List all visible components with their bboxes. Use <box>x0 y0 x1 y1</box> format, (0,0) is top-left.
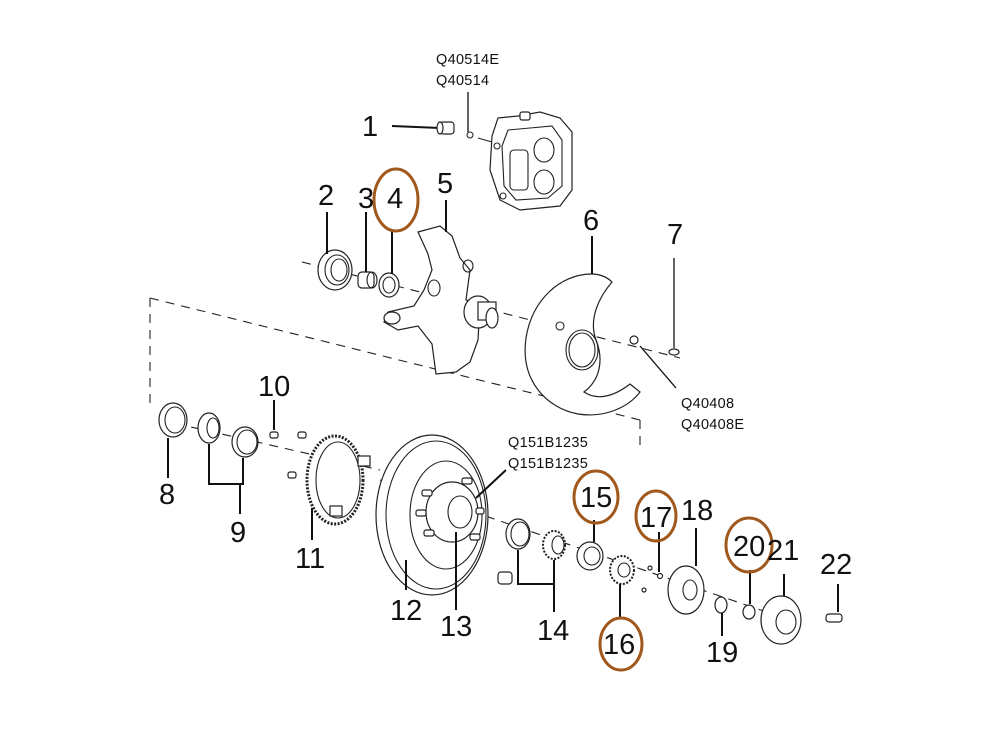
part-15-thrust-bearing[interactable] <box>576 541 604 571</box>
brake-caliper[interactable] <box>466 92 573 211</box>
callout-6[interactable]: 6 <box>583 205 599 237</box>
callout-13[interactable]: 13 <box>440 611 472 643</box>
part-9-bearing-set[interactable] <box>197 412 259 458</box>
callout-20[interactable]: 20 <box>733 531 765 563</box>
callout-1[interactable]: 1 <box>362 111 378 143</box>
shield-nut[interactable] <box>629 335 677 389</box>
lug-nut[interactable] <box>497 571 513 585</box>
callout-2[interactable]: 2 <box>318 180 334 212</box>
caliper-part-number-1: Q40514E <box>436 52 499 68</box>
part-7-bolt[interactable] <box>668 258 680 356</box>
highlight-circle-15 <box>572 469 620 525</box>
callout-7[interactable]: 7 <box>667 219 683 251</box>
hub-bolt-part-number-1: Q151B1235 <box>508 435 588 451</box>
highlight-circle-4 <box>372 167 420 233</box>
part-16-lock-washer[interactable] <box>609 555 635 585</box>
callout-22[interactable]: 22 <box>820 549 852 581</box>
callout-9[interactable]: 9 <box>230 517 246 549</box>
part-17-screws[interactable] <box>641 565 664 593</box>
part-13-hub[interactable] <box>415 477 485 543</box>
part-4-washer[interactable] <box>378 272 400 298</box>
part-2-seal[interactable] <box>317 249 353 291</box>
caliper-part-number-2: Q40514 <box>436 73 489 89</box>
part-14-bearing-set[interactable] <box>505 518 566 560</box>
part-21-hub-cap[interactable] <box>760 595 802 645</box>
shield-nut-part-number-2: Q40408E <box>681 417 744 433</box>
callout-21[interactable]: 21 <box>767 535 799 567</box>
part-20-ring[interactable] <box>742 604 756 620</box>
highlight-circle-16 <box>598 616 644 672</box>
callout-14[interactable]: 14 <box>537 615 569 647</box>
highlight-circle-20 <box>724 516 774 574</box>
part-22-bolt[interactable] <box>825 613 843 623</box>
part-19-snap-ring[interactable] <box>714 596 728 614</box>
callout-10[interactable]: 10 <box>258 371 290 403</box>
shield-nut-part-number-1: Q40408 <box>681 396 734 412</box>
part-number-labels: Q40514E Q40514 Q40408 Q40408E Q151B1235 … <box>436 52 744 472</box>
callout-8[interactable]: 8 <box>159 479 175 511</box>
part-3-bearing[interactable] <box>357 271 378 289</box>
callout-19[interactable]: 19 <box>706 637 738 669</box>
part-18-drive-flange[interactable] <box>667 565 705 615</box>
part-8-seal[interactable] <box>158 402 188 438</box>
leader-lines <box>167 200 839 636</box>
callout-5[interactable]: 5 <box>437 168 453 200</box>
part-11-tone-ring[interactable] <box>305 434 371 526</box>
callout-18[interactable]: 18 <box>681 495 713 527</box>
part-1-bolt[interactable] <box>391 121 455 135</box>
part-6-dust-shield[interactable] <box>524 273 641 416</box>
hub-bolt-part-number-2: Q151B1235 <box>508 456 588 472</box>
callout-17[interactable]: 17 <box>640 502 672 534</box>
callout-15[interactable]: 15 <box>580 482 612 514</box>
part-10-screws[interactable] <box>269 431 307 479</box>
highlight-circle-17 <box>634 489 678 543</box>
callout-4[interactable]: 4 <box>387 183 403 215</box>
callout-11[interactable]: 11 <box>295 543 325 575</box>
callout-3[interactable]: 3 <box>358 183 374 215</box>
callout-12[interactable]: 12 <box>390 595 422 627</box>
callout-numbers: 1 2 3 4 5 6 7 8 9 10 11 12 13 14 15 16 1… <box>159 111 852 669</box>
part-5-steering-knuckle[interactable] <box>383 225 499 375</box>
callout-16[interactable]: 16 <box>603 629 635 661</box>
highlight-circles <box>372 167 774 672</box>
